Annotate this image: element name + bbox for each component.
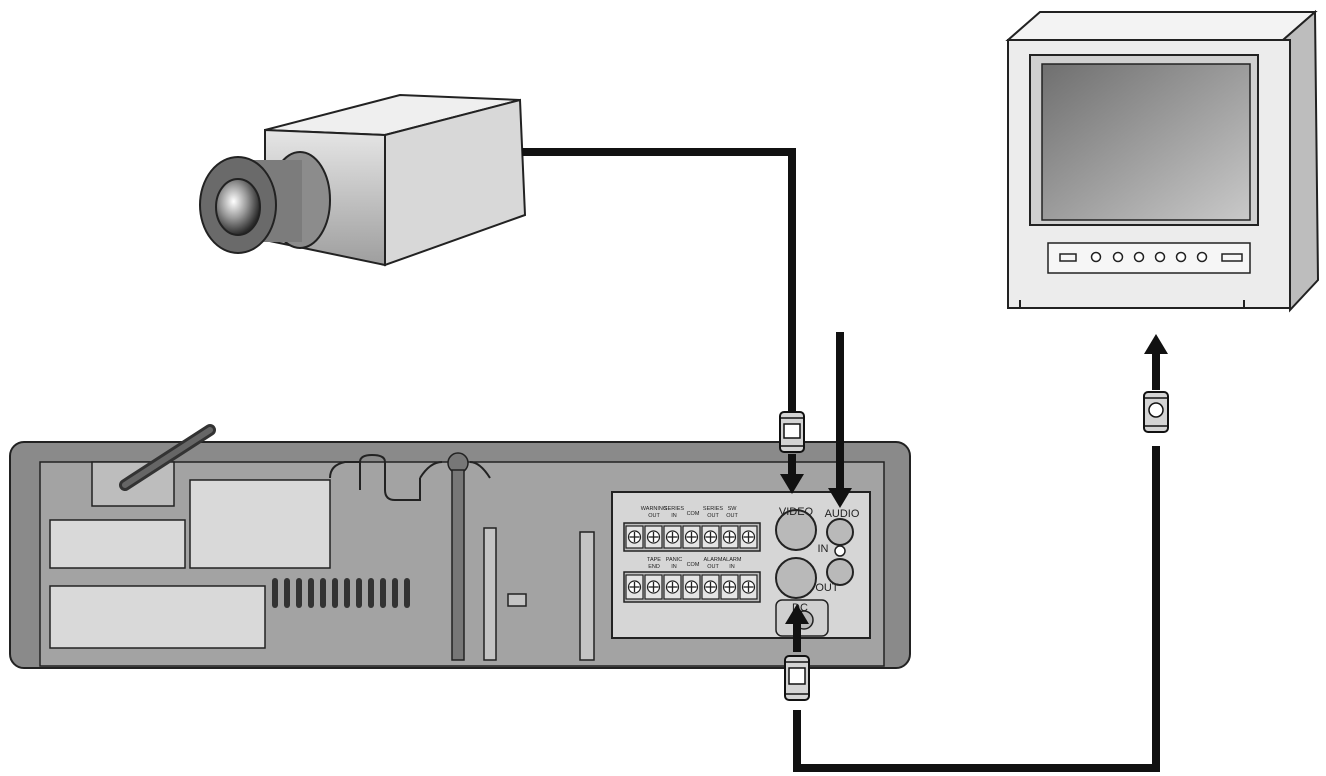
audio-in-jack[interactable] — [826, 518, 854, 546]
term-label-line2: OUT — [707, 513, 719, 519]
term-label-line2: OUT — [707, 564, 719, 570]
out-label: OUT — [815, 582, 839, 594]
term-label-line2: IN — [729, 564, 735, 570]
term-label-line1: PANIC — [666, 557, 682, 563]
camera-cable — [522, 148, 796, 412]
term-label-line2: OUT — [726, 513, 738, 519]
bnc-connector-icon — [779, 411, 805, 453]
term-label-line1: ALARM — [704, 557, 723, 563]
arrow-down-icon — [780, 474, 804, 494]
term-label-line1: COM — [687, 511, 700, 517]
audio-out-jack[interactable] — [826, 558, 854, 586]
cables — [522, 148, 1160, 772]
arrow-up-icon — [785, 604, 809, 624]
term-label-line1: COM — [687, 562, 700, 568]
video-out-jack[interactable] — [775, 557, 817, 599]
term-label-line1: WARNING — [641, 506, 667, 512]
term-label-line1: TAPE — [647, 557, 661, 563]
term-label-line1: SW — [728, 506, 738, 512]
video-label: VIDEO — [779, 506, 814, 518]
video-in-jack[interactable] — [775, 509, 817, 551]
tv-monitor-icon — [1005, 9, 1320, 313]
term-label-line1: SERIES — [703, 506, 724, 512]
arrow-down-icon — [828, 488, 852, 508]
term-label-line2: END — [648, 564, 660, 570]
term-label-line1: SERIES — [664, 506, 685, 512]
vent-slots — [272, 578, 410, 608]
term-label-line2: OUT — [648, 513, 660, 519]
vcr-rear-panel: WARNING OUT SERIES IN COM SERIES OUT SW … — [9, 424, 911, 669]
term-label-line2: IN — [671, 564, 677, 570]
arrow-up-icon — [1144, 334, 1168, 354]
terminal-block-top: WARNING OUT SERIES IN COM SERIES OUT SW … — [623, 506, 761, 552]
signal-arrows — [780, 334, 1168, 652]
terminal-block-bottom: TAPE END PANIC IN COM ALARM OUT ALARM IN — [623, 557, 761, 603]
cctv-camera-icon — [199, 93, 527, 267]
bnc-connector-icon — [784, 655, 810, 701]
monitor-cable — [793, 446, 1160, 772]
term-label-line2: IN — [671, 513, 677, 519]
in-label: IN — [818, 543, 829, 555]
term-label-line1: ALARM — [723, 557, 742, 563]
bnc-connector-icon — [1143, 391, 1169, 433]
audio-label: AUDIO — [825, 508, 860, 520]
